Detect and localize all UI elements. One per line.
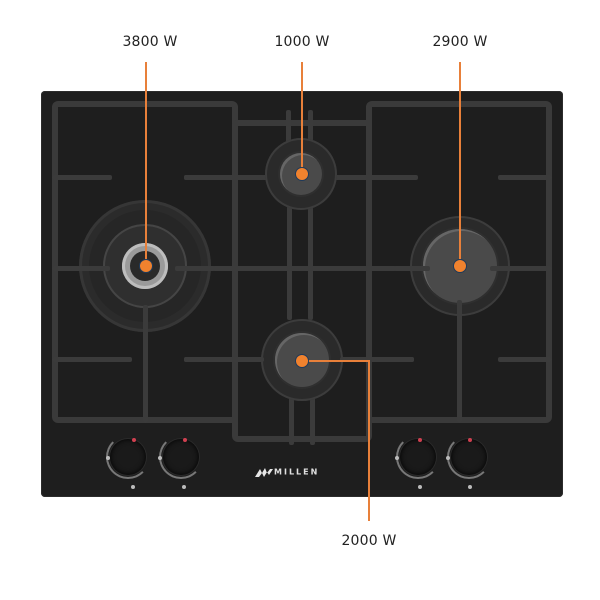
knob-marker xyxy=(468,438,472,442)
brand-logo-icon xyxy=(255,468,273,477)
grate-finger xyxy=(184,175,264,180)
knob-3[interactable] xyxy=(400,439,436,475)
grate-finger xyxy=(340,357,414,362)
power-label-2900: 2900 W xyxy=(432,34,488,50)
grate-finger xyxy=(308,110,313,160)
leader-line-2900 xyxy=(459,62,461,266)
grate-finger xyxy=(287,190,292,320)
knob-marker xyxy=(418,438,422,442)
brand-name: MILLEN xyxy=(274,467,320,477)
knob-marker xyxy=(395,456,399,460)
grate-finger xyxy=(457,300,462,423)
leader-line-3800 xyxy=(145,62,147,266)
knob-2[interactable] xyxy=(163,439,199,475)
knob-marker xyxy=(446,456,450,460)
knob-marker xyxy=(132,438,136,442)
knob-marker xyxy=(418,485,422,489)
grate-finger xyxy=(498,175,552,180)
grate-finger xyxy=(143,305,148,423)
grate-finger xyxy=(289,390,294,445)
grate-finger xyxy=(175,266,215,271)
knob-marker xyxy=(183,438,187,442)
pin-2000 xyxy=(296,355,308,367)
power-label-3800: 3800 W xyxy=(122,34,178,50)
pin-2900 xyxy=(454,260,466,272)
grate-finger xyxy=(498,357,552,362)
grate-finger xyxy=(490,266,552,271)
knob-marker xyxy=(158,456,162,460)
grate-finger xyxy=(52,357,132,362)
leader-line-2000-horizontal xyxy=(302,360,370,362)
leader-line-1000 xyxy=(301,62,303,174)
grate-finger xyxy=(52,266,110,271)
power-label-2000: 2000 W xyxy=(341,533,397,549)
grate-finger xyxy=(170,266,430,271)
grate-finger xyxy=(308,190,313,320)
leader-line-2000-vertical xyxy=(368,360,370,521)
grate-finger xyxy=(52,175,112,180)
grate-finger xyxy=(394,266,430,271)
knob-marker xyxy=(182,485,186,489)
grate-finger xyxy=(310,390,315,445)
knob-4[interactable] xyxy=(451,439,487,475)
pin-3800 xyxy=(140,260,152,272)
knob-marker xyxy=(106,456,110,460)
pin-1000 xyxy=(296,168,308,180)
knob-marker xyxy=(131,485,135,489)
grate-finger xyxy=(184,357,264,362)
grate-finger xyxy=(338,175,418,180)
knob-1[interactable] xyxy=(110,439,146,475)
power-label-1000: 1000 W xyxy=(274,34,330,50)
grate-finger xyxy=(286,110,291,160)
knob-marker xyxy=(468,485,472,489)
